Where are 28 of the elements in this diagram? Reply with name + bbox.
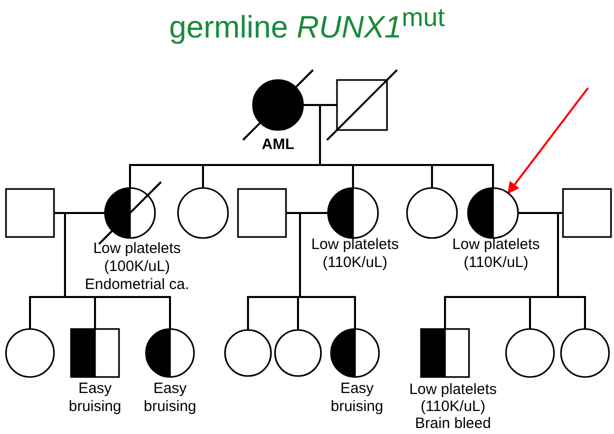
descent-line	[319, 105, 321, 165]
marriage-line	[518, 212, 563, 214]
sibship-line	[297, 296, 300, 330]
annotation-text: Easy bruising	[330, 380, 384, 416]
annotation-text: Low platelets (110K/uL) Brain bleed	[408, 381, 498, 432]
sibship-line	[558, 296, 586, 329]
sibship-line	[65, 296, 171, 329]
marriage-line	[286, 212, 328, 214]
sibship-line	[202, 164, 320, 188]
sibship-line	[247, 296, 300, 330]
sibship-line	[300, 296, 356, 329]
marriage-line	[303, 104, 337, 106]
title: germline RUNX1$^{mut}$	[169, 4, 445, 46]
annotation-text: AML	[260, 136, 296, 154]
sibship-line	[529, 296, 558, 329]
annotation-text: Easy bruising	[142, 380, 198, 416]
descent-line	[64, 213, 66, 297]
marriage-line	[54, 212, 105, 214]
annotation-text: Low platelets (100K/uL) Endometrial ca.	[84, 240, 190, 294]
sibship-line	[29, 296, 65, 329]
annotation-text: Low platelets (110K/uL)	[310, 236, 400, 272]
descent-line	[299, 213, 301, 297]
annotation-text: Low platelets (110K/uL)	[451, 236, 541, 272]
descent-line	[557, 213, 559, 297]
pointer-arrow	[507, 87, 589, 194]
male-symbol	[325, 68, 399, 142]
annotation-text: Easy bruising	[68, 380, 122, 416]
sibship-line	[320, 164, 494, 188]
